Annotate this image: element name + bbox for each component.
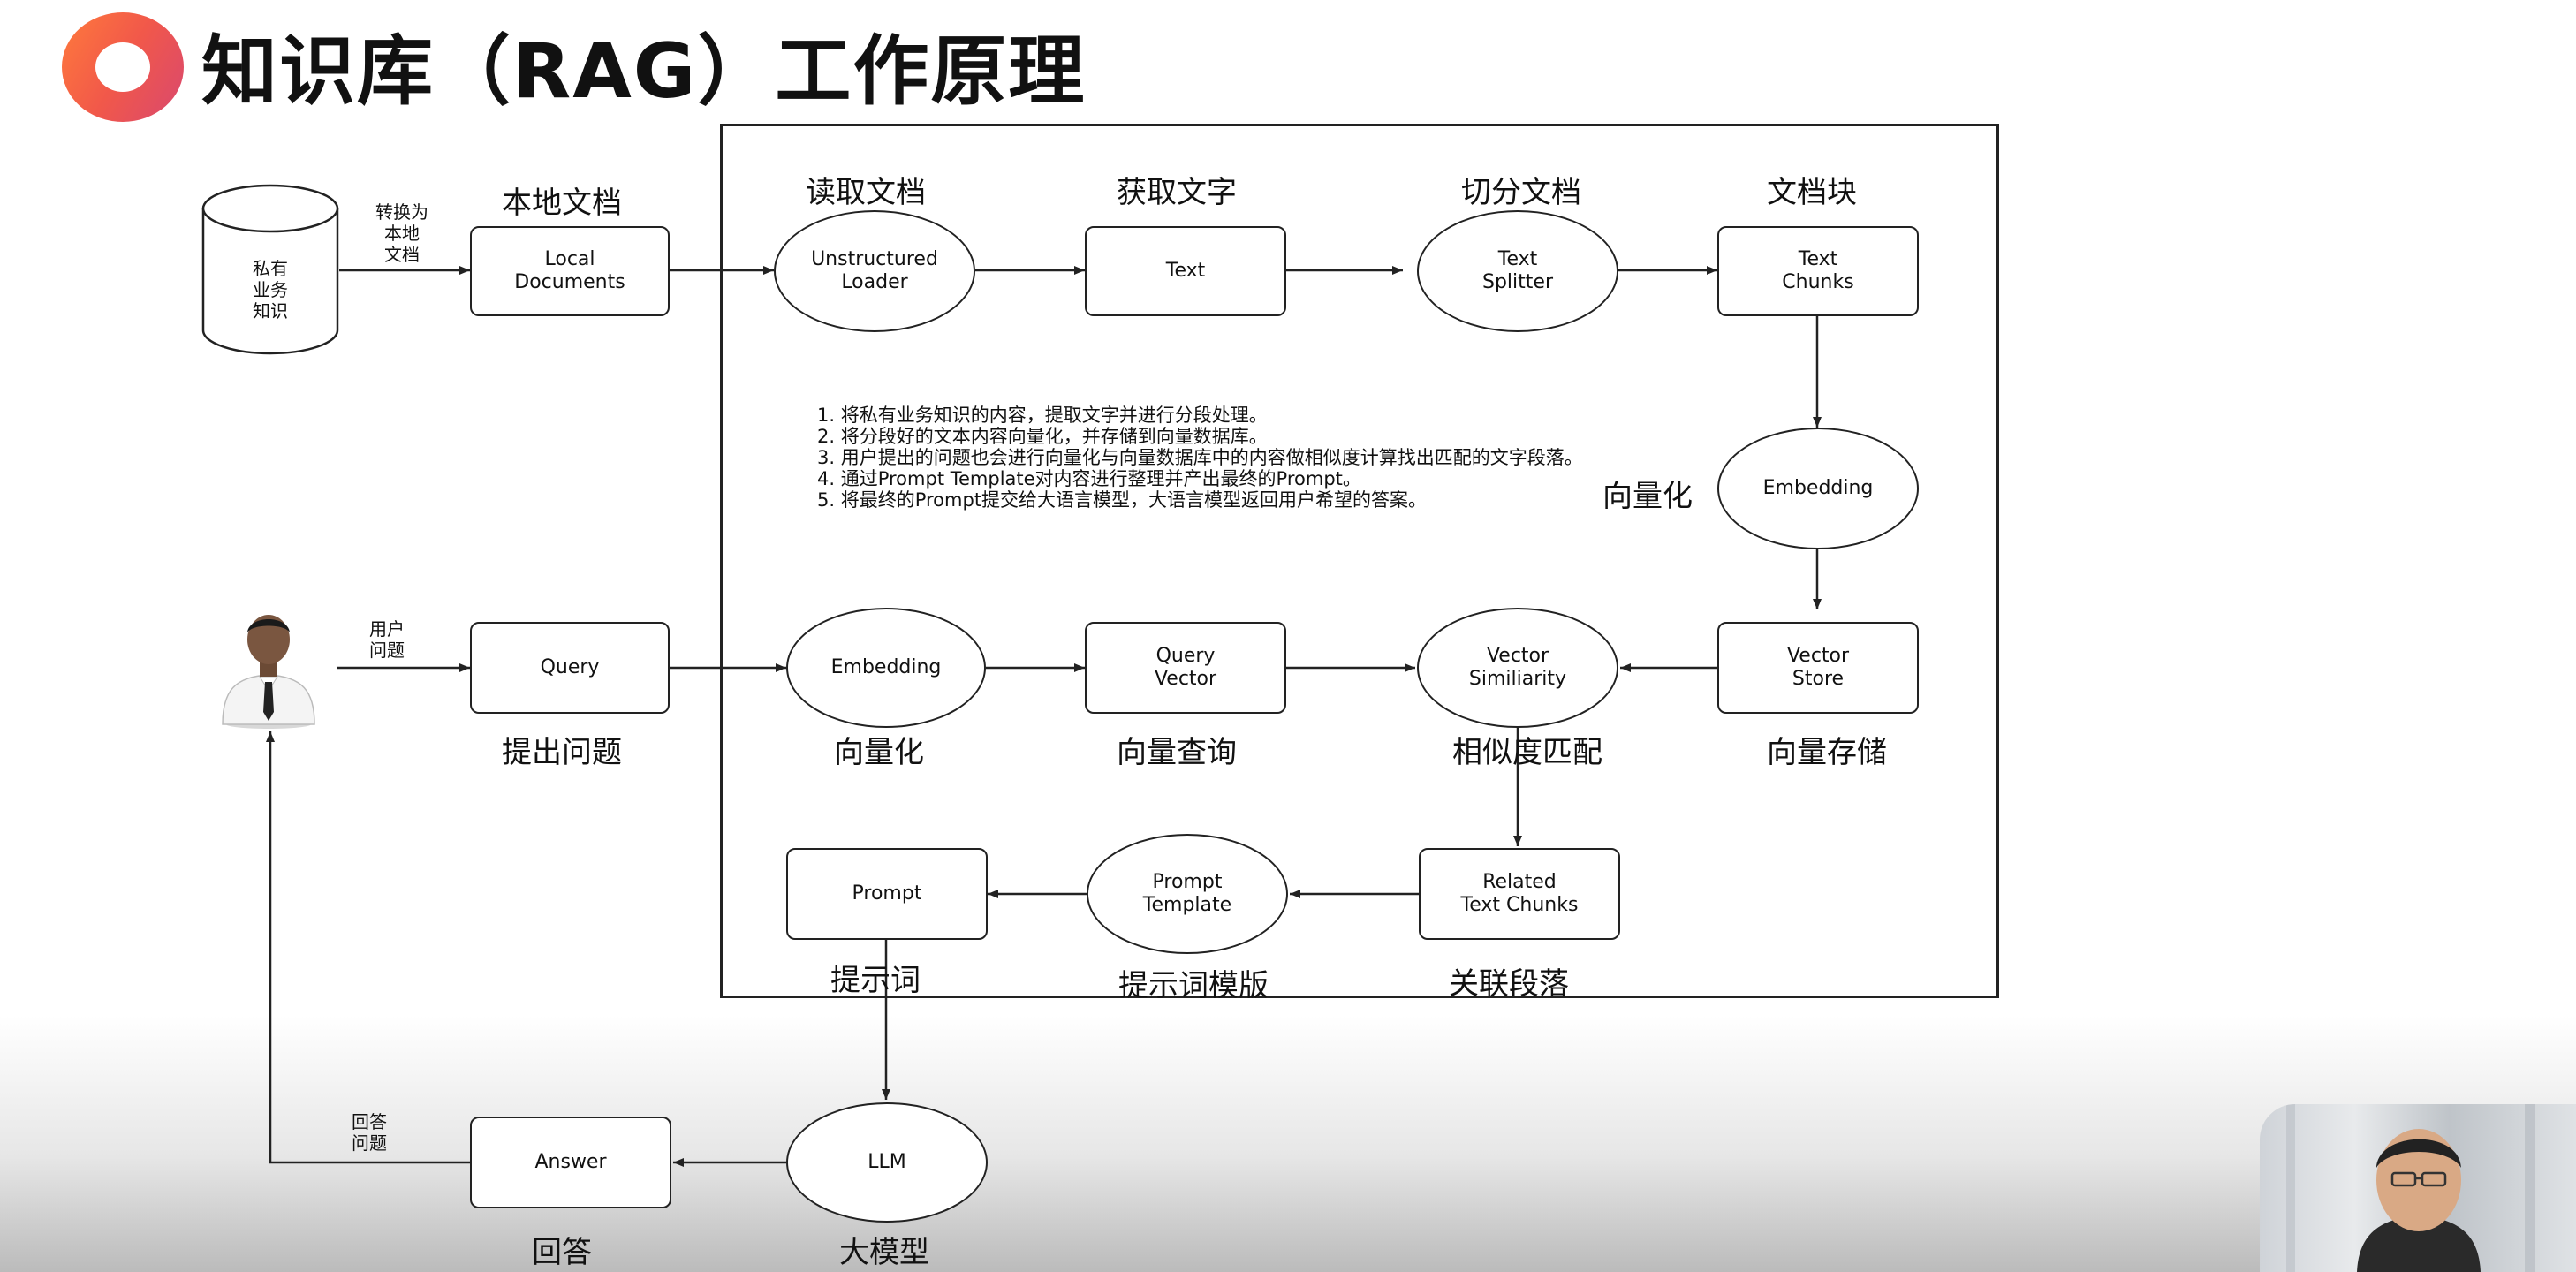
presenter-video bbox=[2286, 1104, 2535, 1272]
label-answer: 回答 bbox=[532, 1235, 592, 1270]
query-vector-node: Query Vector bbox=[1085, 622, 1286, 714]
text-splitter-node: Text Splitter bbox=[1417, 210, 1618, 332]
label-vector-storage: 向量存储 bbox=[1767, 735, 1887, 770]
label-split-documents: 切分文档 bbox=[1461, 175, 1581, 210]
label-vectorize-query: 向量化 bbox=[834, 735, 924, 770]
label-ask-question: 提出问题 bbox=[502, 735, 622, 770]
label-vector-query: 向量查询 bbox=[1117, 735, 1237, 770]
user-person-icon bbox=[222, 615, 315, 729]
prompt-template-node: Prompt Template bbox=[1087, 834, 1288, 954]
note-item: 1. 将私有业务知识的内容，提取文字并进行分段处理。 bbox=[817, 405, 1268, 426]
label-prompt-words: 提示词 bbox=[830, 963, 921, 998]
note-item: 4. 通过Prompt Template对内容进行整理并产出最终的Prompt。 bbox=[817, 468, 1361, 489]
text-chunks-node: Text Chunks bbox=[1717, 226, 1919, 316]
process-notes: 1. 将私有业务知识的内容，提取文字并进行分段处理。 2. 将分段好的文本内容向… bbox=[817, 405, 1701, 511]
embedding-node-query: Embedding bbox=[786, 608, 986, 728]
brand-ring-icon bbox=[62, 12, 184, 122]
database-label: 私有 业务 知识 bbox=[253, 258, 288, 322]
edge-label-answer-question: 回答 问题 bbox=[352, 1111, 387, 1154]
label-related-paragraphs: 关联段落 bbox=[1449, 966, 1569, 1002]
label-get-text: 获取文字 bbox=[1117, 175, 1237, 210]
edge-label-user-question: 用户 问题 bbox=[369, 618, 405, 661]
label-vectorize-right: 向量化 bbox=[1602, 479, 1693, 514]
answer-node: Answer bbox=[470, 1117, 671, 1208]
note-item: 5. 将最终的Prompt提交给大语言模型，大语言模型返回用户希望的答案。 bbox=[817, 489, 1428, 511]
label-local-documents: 本地文档 bbox=[502, 186, 622, 221]
webcam-overlay bbox=[2260, 1104, 2576, 1272]
label-big-model: 大模型 bbox=[839, 1235, 929, 1270]
vector-similarity-node: Vector Similiarity bbox=[1417, 608, 1618, 728]
label-prompt-template: 提示词模版 bbox=[1118, 968, 1269, 1003]
related-text-chunks-node: Related Text Chunks bbox=[1419, 848, 1620, 940]
prompt-node: Prompt bbox=[786, 848, 988, 940]
llm-node: LLM bbox=[786, 1102, 988, 1223]
local-documents-node: Local Documents bbox=[470, 226, 670, 316]
database-cylinder-icon bbox=[201, 184, 339, 355]
rag-process-frame bbox=[720, 124, 1999, 998]
text-node: Text bbox=[1085, 226, 1286, 316]
query-node: Query bbox=[470, 622, 670, 714]
note-item: 3. 用户提出的问题也会进行向量化与向量数据库中的内容做相似度计算找出匹配的文字… bbox=[817, 447, 1583, 468]
label-similarity-match: 相似度匹配 bbox=[1452, 735, 1602, 770]
label-read-documents: 读取文档 bbox=[806, 175, 926, 210]
label-document-chunks: 文档块 bbox=[1767, 175, 1857, 210]
note-item: 2. 将分段好的文本内容向量化，并存储到向量数据库。 bbox=[817, 426, 1268, 447]
edge-label-convert: 转换为 本地 文档 bbox=[375, 201, 428, 265]
vector-store-node: Vector Store bbox=[1717, 622, 1919, 714]
unstructured-loader-node: Unstructured Loader bbox=[774, 210, 975, 332]
page-title: 知识库（RAG）工作原理 bbox=[201, 27, 1087, 116]
edge-answer-to-user bbox=[266, 731, 470, 1164]
embedding-node-right: Embedding bbox=[1717, 428, 1919, 549]
